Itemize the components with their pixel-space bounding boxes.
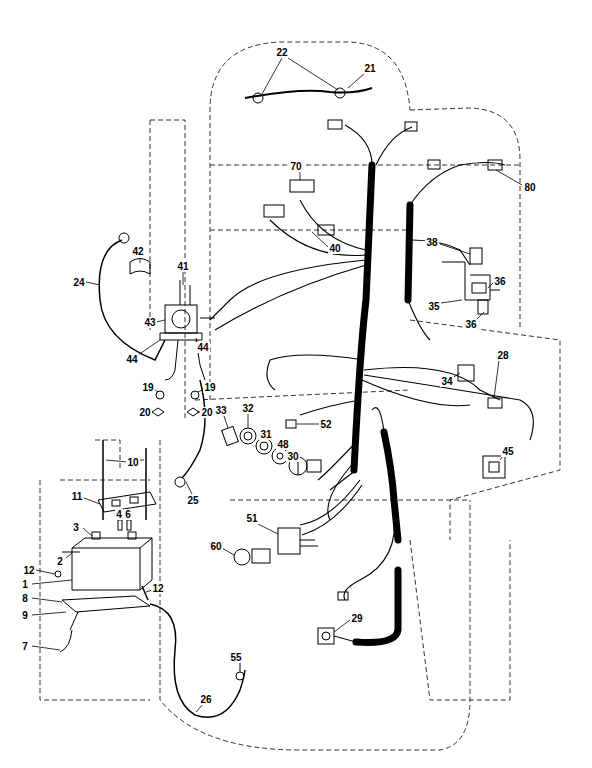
callout-number: 26 — [199, 694, 212, 705]
callout-number: 21 — [363, 63, 376, 74]
callout-number: 12 — [151, 583, 164, 594]
callout-number: 20 — [200, 407, 213, 418]
callout-number: 3 — [72, 522, 80, 533]
callout-number: 11 — [71, 491, 84, 502]
callout-number: 19 — [203, 382, 216, 393]
callout-number: 42 — [131, 246, 144, 257]
callout-number: 20 — [138, 407, 151, 418]
callout-number: 8 — [21, 593, 29, 604]
callout-number: 52 — [319, 419, 332, 430]
callout-number: 60 — [209, 541, 222, 552]
callout-number: 40 — [328, 243, 341, 254]
callout-number: 25 — [186, 495, 199, 506]
callout-number: 9 — [21, 610, 29, 621]
callout-number: 19 — [141, 382, 154, 393]
callout-number: 30 — [286, 451, 299, 462]
callout-number: 48 — [276, 439, 289, 450]
callout-number: 2 — [56, 556, 64, 567]
callout-number: 31 — [259, 429, 272, 440]
callout-number: 10 — [126, 457, 139, 468]
callout-number: 38 — [425, 237, 438, 248]
callout-number: 29 — [350, 613, 363, 624]
callout-number: 6 — [124, 509, 132, 520]
callout-number: 4 — [115, 509, 123, 520]
callout-number: 43 — [143, 317, 156, 328]
callout-number: 7 — [21, 641, 29, 652]
callout-number: 36 — [464, 319, 477, 330]
callout-number: 45 — [501, 446, 514, 457]
callout-number: 44 — [196, 342, 209, 353]
callout-number: 36 — [493, 276, 506, 287]
callout-number: 70 — [289, 161, 302, 172]
callout-number: 51 — [245, 513, 258, 524]
callout-number: 32 — [241, 403, 254, 414]
callout-number: 44 — [125, 354, 138, 365]
callout-number: 34 — [440, 376, 453, 387]
callout-number: 80 — [523, 182, 536, 193]
callout-number: 35 — [427, 301, 440, 312]
callout-number: 22 — [275, 47, 288, 58]
callout-number: 24 — [72, 277, 85, 288]
callout-number: 41 — [176, 261, 189, 272]
callout-number: 55 — [229, 652, 242, 663]
callout-number: 1 — [21, 579, 29, 590]
callout-number: 33 — [214, 405, 227, 416]
callout-number: 28 — [496, 350, 509, 361]
callout-number: 12 — [22, 565, 35, 576]
